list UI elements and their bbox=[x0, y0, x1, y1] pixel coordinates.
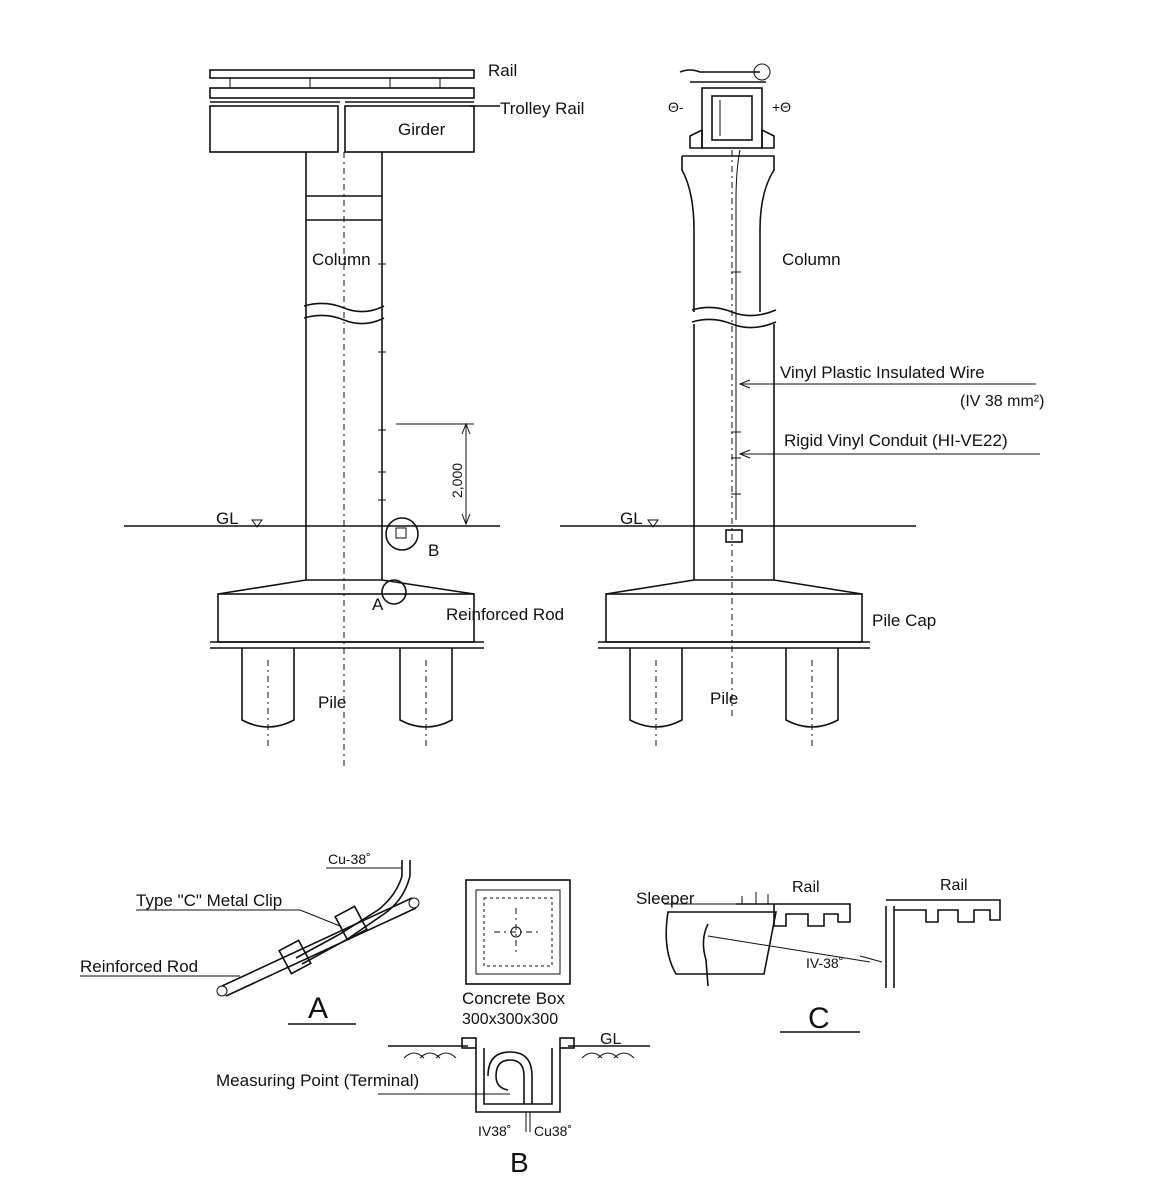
pile-label-right: Pile bbox=[710, 689, 738, 708]
piles-left bbox=[241, 648, 453, 748]
rail-drawing bbox=[209, 69, 475, 99]
detail-a-caption: A bbox=[308, 992, 328, 1025]
detail-b-wire-iv: IV38˚ bbox=[478, 1123, 511, 1139]
gl-label-right: GL bbox=[620, 509, 643, 528]
polarity-negative: Θ- bbox=[668, 99, 684, 115]
detail-c-caption: C bbox=[808, 1002, 830, 1035]
detail-c-rail-2: Rail bbox=[940, 877, 968, 894]
detail-b-marker: B bbox=[428, 541, 439, 560]
pile-cap-left bbox=[210, 579, 484, 649]
polarity-positive: +Θ bbox=[772, 99, 791, 115]
rail-label: Rail bbox=[488, 61, 517, 80]
detail-a-circle bbox=[381, 579, 407, 605]
concrete-box-size: 300x300x300 bbox=[462, 1011, 558, 1028]
girder-drawing bbox=[209, 101, 500, 153]
detail-b-wire-cu: Cu38˚ bbox=[534, 1123, 572, 1139]
detail-a-clip-label: Type "C" Metal Clip bbox=[136, 891, 282, 910]
gl-marker-right bbox=[647, 519, 659, 528]
detail-b-drawing bbox=[378, 879, 650, 1132]
detail-c-drawing bbox=[664, 892, 1001, 1033]
right-elevation bbox=[560, 63, 1040, 748]
gl-marker-left bbox=[251, 519, 263, 528]
column-drawing bbox=[303, 152, 386, 770]
girder-label: Girder bbox=[398, 120, 446, 139]
column-label-left: Column bbox=[312, 250, 371, 269]
trolley-rail-label: Trolley Rail bbox=[500, 99, 584, 118]
detail-a-cu-label: Cu-38˚ bbox=[328, 851, 371, 867]
pile-label-left: Pile bbox=[318, 693, 346, 712]
rigid-conduit-label: Rigid Vinyl Conduit (HI-VE22) bbox=[784, 431, 1008, 450]
dimension-label: 2,000 bbox=[449, 463, 465, 498]
sleeper-label: Sleeper bbox=[636, 889, 695, 908]
column-label-right: Column bbox=[782, 250, 841, 269]
vinyl-wire-label: Vinyl Plastic Insulated Wire bbox=[780, 363, 985, 382]
pile-cap-right bbox=[598, 579, 870, 649]
reinforced-rod-label: Reinforced Rod bbox=[446, 605, 564, 624]
detail-b-caption: B bbox=[510, 1147, 529, 1177]
concrete-box-label: Concrete Box bbox=[462, 989, 565, 1008]
detail-c-iv-label: IV-38˚ bbox=[806, 955, 843, 971]
girder-cross-section bbox=[679, 63, 775, 149]
detail-b-gl: GL bbox=[600, 1031, 621, 1048]
left-elevation bbox=[124, 69, 500, 770]
detail-a-rod-label: Reinforced Rod bbox=[80, 957, 198, 976]
detail-c-rail-1: Rail bbox=[792, 879, 820, 896]
pile-cap-label: Pile Cap bbox=[872, 611, 936, 630]
detail-a-marker: A bbox=[372, 595, 384, 614]
dimension-2000 bbox=[396, 422, 474, 526]
measuring-point-label: Measuring Point (Terminal) bbox=[216, 1071, 419, 1090]
detail-b-circle bbox=[385, 517, 419, 551]
piles-right bbox=[629, 648, 839, 748]
column-drawing-right bbox=[681, 149, 777, 720]
gl-label-left: GL bbox=[216, 509, 239, 528]
vinyl-wire-spec: (IV 38 mm²) bbox=[960, 393, 1044, 410]
detail-a-drawing bbox=[80, 860, 420, 1025]
